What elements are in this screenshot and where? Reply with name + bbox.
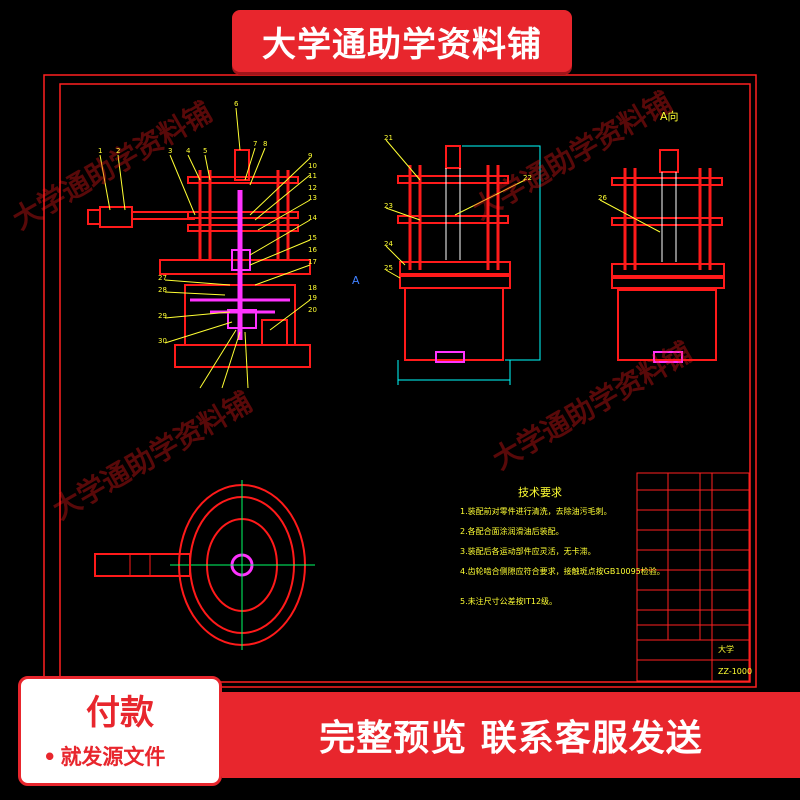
watermark-text: 大学通助学资料铺 — [47, 385, 258, 526]
watermark-text: 大学通助学资料铺 — [7, 95, 218, 236]
part-number-label: 26 — [598, 194, 607, 202]
watermark-text: 大学通助学资料铺 — [487, 335, 698, 476]
bullet-icon: • — [43, 745, 57, 769]
side-view-right — [611, 149, 725, 363]
part-number-label: 3 — [168, 147, 172, 155]
tech-lines: 1.装配前对零件进行清洗，去除油污毛刺。 2.各配合面涂润滑油后装配。 3.装配… — [460, 506, 665, 606]
part-number-label: 17 — [308, 258, 317, 266]
part-number-label: 19 — [308, 294, 317, 302]
front-view-left — [87, 149, 311, 368]
part-number-label: 21 — [384, 134, 393, 142]
watermark-text: 大学通助学资料铺 — [467, 85, 678, 226]
part-number-label: 5 — [203, 147, 207, 155]
part-number-label: 12 — [308, 184, 317, 192]
pay-subtitle: 就发源文件 — [60, 745, 166, 769]
tech-line: 5.未注尺寸公差按IT12级。 — [460, 596, 557, 606]
part-number-label: 15 — [308, 234, 317, 242]
title-block — [636, 472, 750, 682]
pay-subtitle-row: •就发源文件 — [43, 741, 165, 771]
view-label-a: A向 — [660, 109, 679, 123]
part-number-label: 28 — [158, 286, 167, 294]
part-number-label: 11 — [308, 172, 317, 180]
part-number-label: 10 — [308, 162, 317, 170]
part-number-label: 8 — [263, 140, 267, 148]
side-view-middle — [397, 145, 511, 363]
part-number-label: 20 — [308, 306, 317, 314]
pay-box[interactable]: 付款 •就发源文件 — [18, 676, 222, 786]
part-number-label: 30 — [158, 337, 167, 345]
part-number-label: 9 — [308, 152, 312, 160]
part-number-label: 1 — [98, 147, 102, 155]
part-number-label: 16 — [308, 246, 317, 254]
part-number-label: 25 — [384, 264, 393, 272]
part-number-label: 23 — [384, 202, 393, 210]
plan-view — [94, 480, 315, 650]
part-number-label: 29 — [158, 312, 167, 320]
part-number-label: 22 — [523, 174, 532, 182]
part-number-label: 13 — [308, 194, 317, 202]
watermarks: 大学通助学资料铺 大学通助学资料铺 大学通助学资料铺 大学通助学资料铺 — [7, 85, 698, 526]
pay-title: 付款 — [86, 693, 154, 733]
part-number-label: 6 — [234, 100, 239, 108]
tech-line: 3.装配后各运动部件应灵活，无卡滞。 — [460, 546, 596, 556]
tech-line: 1.装配前对零件进行清洗，去除油污毛刺。 — [460, 506, 612, 516]
title-block-drawing-no: ZZ-1000 — [718, 667, 752, 676]
tech-title: 技术要求 — [518, 486, 562, 499]
top-banner: 大学通助学资料铺 — [232, 10, 572, 72]
part-number-label: 27 — [158, 274, 167, 282]
part-number-label: 14 — [308, 214, 317, 222]
title-block-school: 大学 — [718, 644, 734, 654]
part-number-label: 2 — [116, 147, 120, 155]
view-label-b: A — [352, 274, 360, 287]
part-number-label: 18 — [308, 284, 317, 292]
part-number-label: 7 — [253, 140, 257, 148]
tech-line: 2.各配合面涂润滑油后装配。 — [460, 526, 564, 536]
part-number-label: 24 — [384, 240, 393, 248]
tech-line: 4.齿轮啮合侧隙应符合要求，接触斑点按GB10095检验。 — [460, 566, 665, 576]
bottom-bar[interactable]: 完整预览 联系客服发送 — [222, 692, 800, 778]
part-number-label: 4 — [186, 147, 191, 155]
